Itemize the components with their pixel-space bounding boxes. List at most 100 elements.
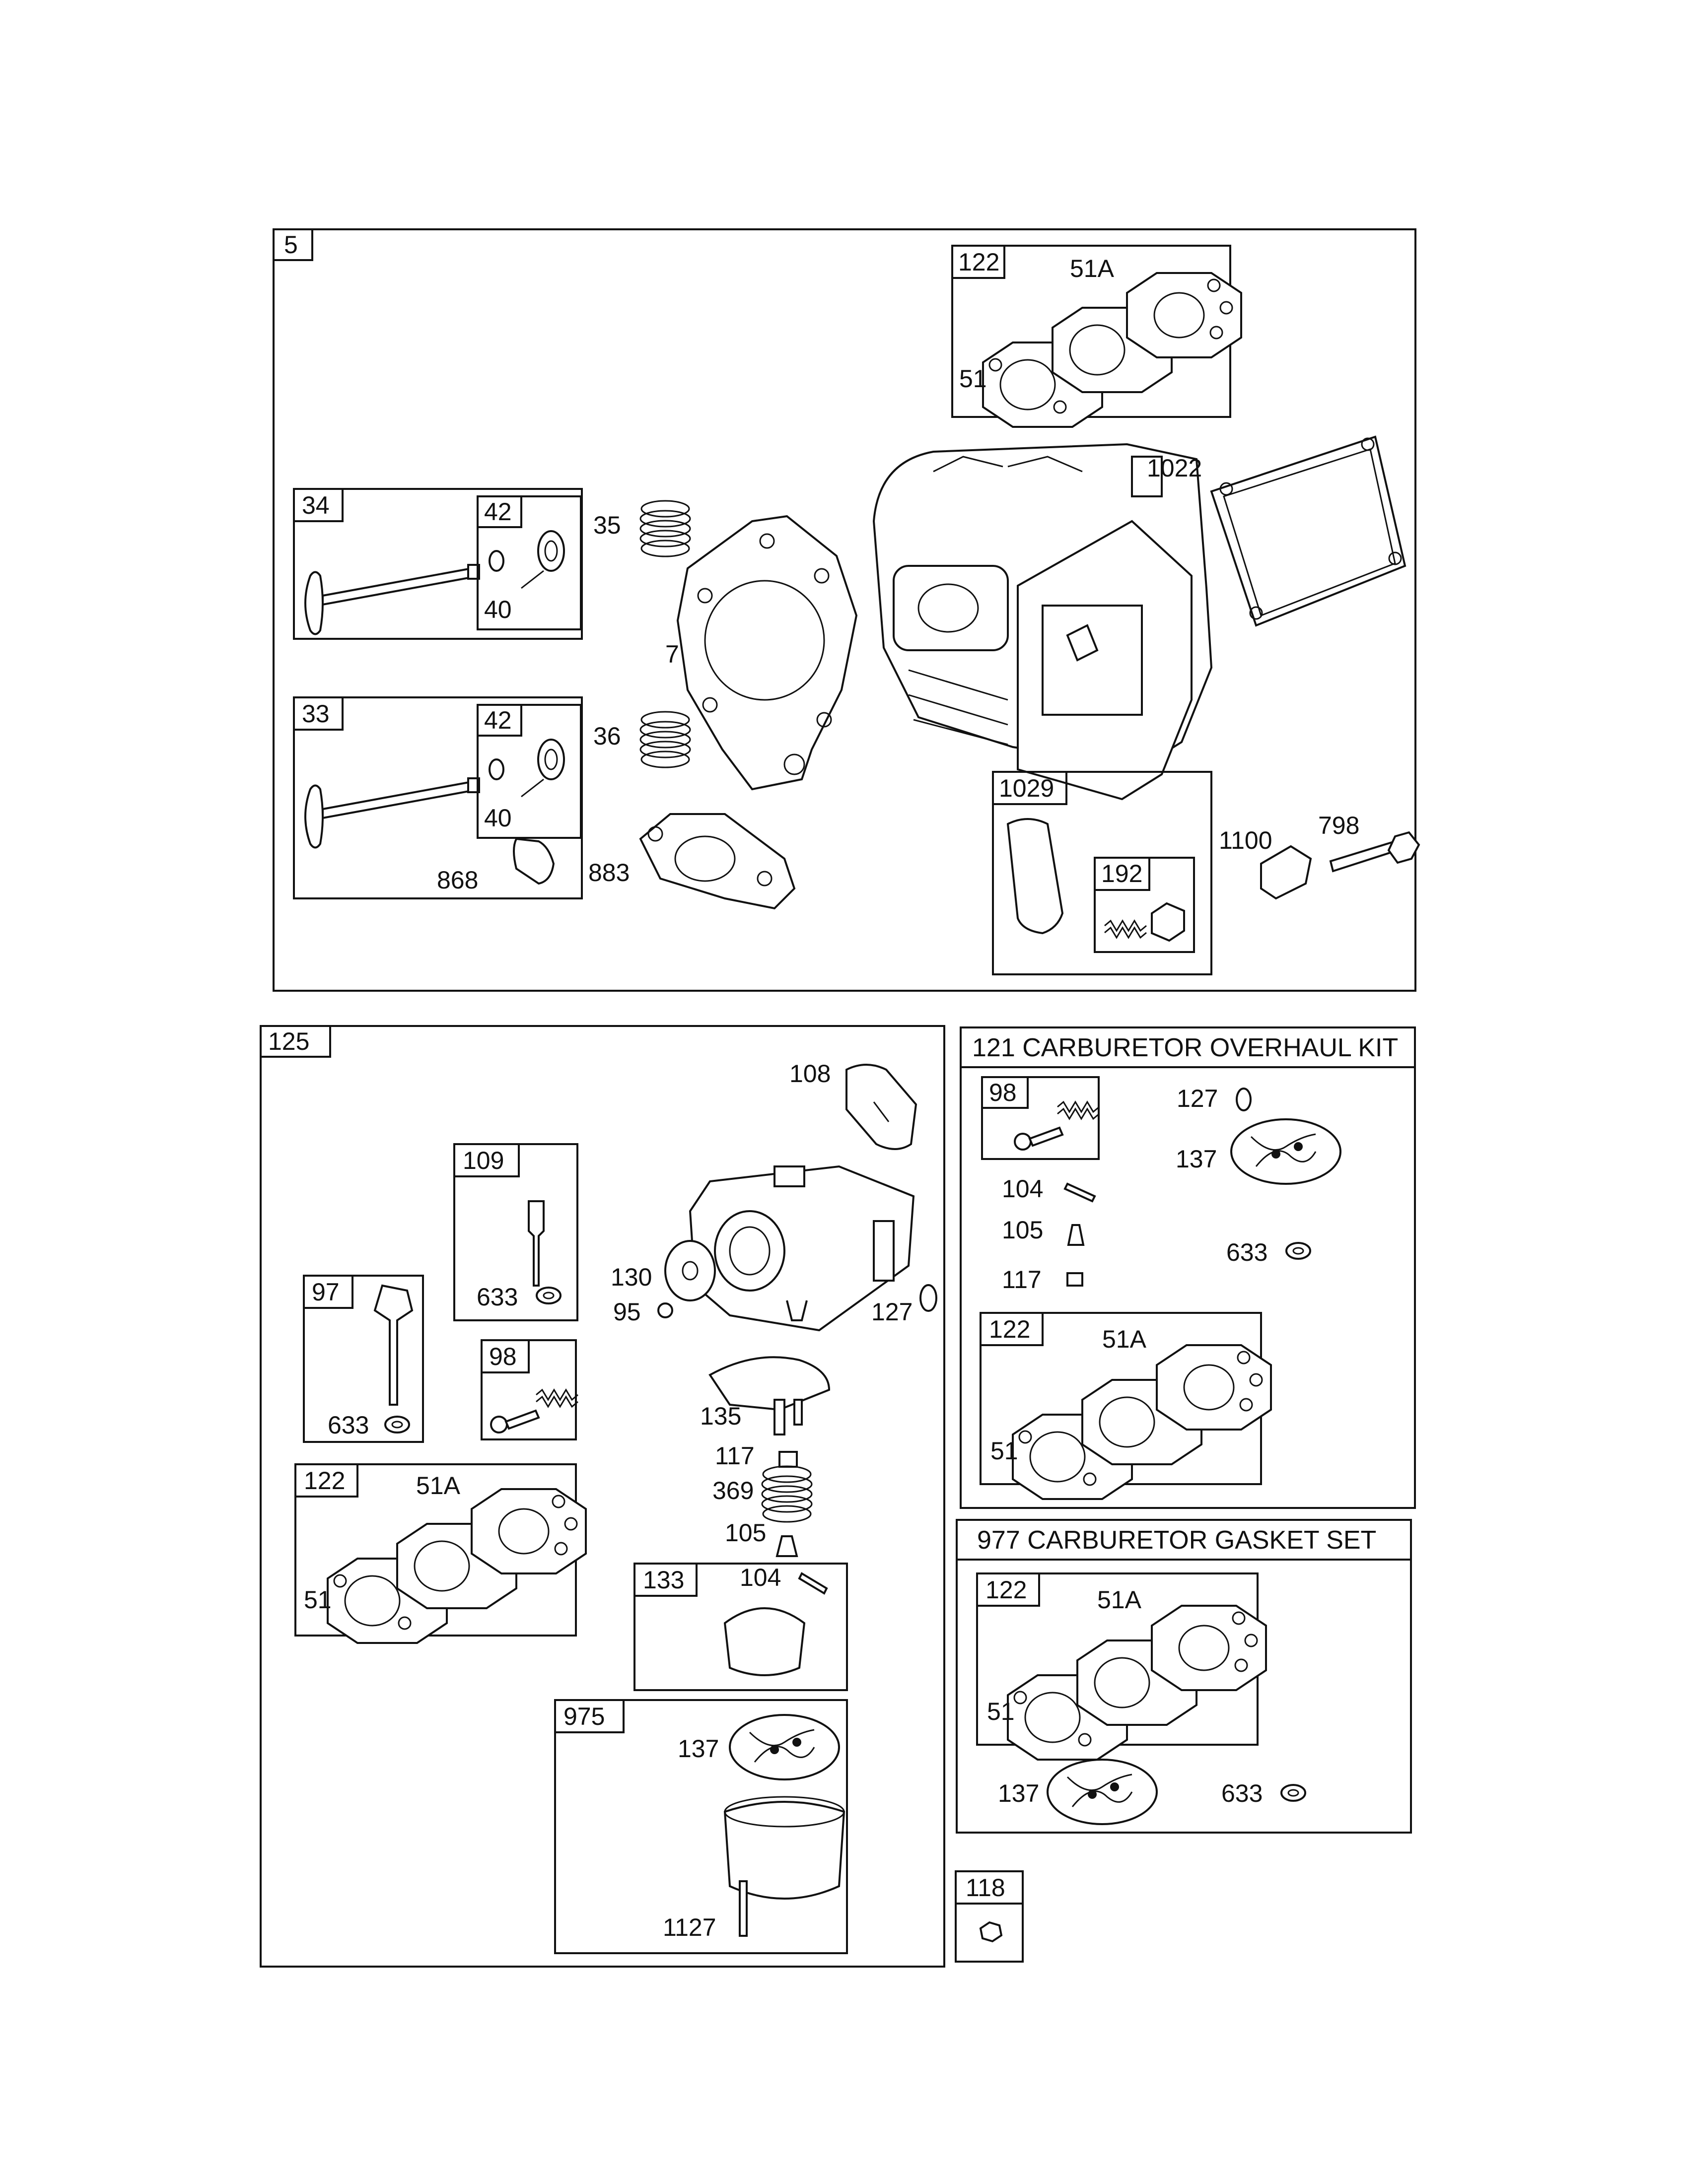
gasket-kit-122-carb-label: 122 bbox=[304, 1467, 345, 1495]
callout-51A-kit: 51A bbox=[1102, 1325, 1147, 1353]
shaft-109-tag bbox=[453, 1143, 520, 1177]
callout-40-bottom: 40 bbox=[484, 804, 512, 832]
kit-gasket-set-drawing bbox=[1012, 1344, 1272, 1500]
bowl-975-tag bbox=[554, 1699, 625, 1733]
group-125-frame bbox=[260, 1025, 945, 1968]
kit-bowl-gasket-137-icon bbox=[1230, 1118, 1341, 1185]
callout-633-set: 633 bbox=[1221, 1779, 1263, 1807]
group-5-tag bbox=[273, 228, 313, 261]
callout-135: 135 bbox=[700, 1402, 741, 1430]
rocker-1029-box bbox=[992, 771, 1212, 975]
callout-798: 798 bbox=[1318, 812, 1359, 839]
kit-screw-98-tag bbox=[981, 1076, 1029, 1109]
intake-gasket-set-drawing bbox=[982, 272, 1242, 428]
kit-o-ring-127-icon bbox=[1236, 1088, 1252, 1111]
callout-51A-carb: 51A bbox=[416, 1472, 461, 1500]
part-118-tag bbox=[955, 1870, 1024, 1905]
valve-spring-36-icon bbox=[639, 711, 691, 768]
valve-33-tag bbox=[293, 696, 344, 731]
kit-pin-104-icon bbox=[1063, 1182, 1096, 1203]
screw-95-icon bbox=[657, 1302, 673, 1318]
retainer-42b-label: 42 bbox=[484, 706, 512, 734]
valve-spring-35-icon bbox=[639, 500, 691, 557]
gasket-kit-122-tag bbox=[951, 245, 1005, 279]
callout-127-kit: 127 bbox=[1177, 1085, 1218, 1112]
callout-868: 868 bbox=[437, 866, 478, 894]
group-5-frame bbox=[273, 228, 1416, 992]
jet-117-icon bbox=[778, 1451, 798, 1468]
float-133-label: 133 bbox=[643, 1566, 684, 1594]
carb-gasket-set-drawing bbox=[327, 1488, 587, 1644]
rocker-stud-798-icon bbox=[1329, 840, 1399, 873]
callout-883: 883 bbox=[588, 859, 630, 887]
kit-washer-633-icon bbox=[1285, 1242, 1311, 1260]
fitting-118-icon bbox=[979, 1921, 1003, 1943]
callout-127: 127 bbox=[871, 1298, 913, 1326]
callout-108: 108 bbox=[789, 1060, 831, 1088]
adjust-screw-icon bbox=[1104, 920, 1147, 939]
nut-192-tag bbox=[1094, 857, 1150, 891]
callout-1022: 1022 bbox=[1147, 454, 1202, 482]
callout-105-kit: 105 bbox=[1002, 1216, 1043, 1244]
set-bowl-gasket-137-icon bbox=[1047, 1759, 1158, 1825]
overhaul-kit-121-frame bbox=[960, 1026, 1416, 1509]
valve-34-box bbox=[293, 488, 583, 640]
screw-98-label: 98 bbox=[489, 1343, 517, 1370]
callout-7: 7 bbox=[665, 640, 679, 668]
valve-seal-868-icon bbox=[513, 837, 555, 885]
set-gasket-122-label: 122 bbox=[985, 1576, 1027, 1604]
kit-gasket-122-tag bbox=[980, 1312, 1044, 1346]
shaft-109-label: 109 bbox=[463, 1147, 504, 1174]
throttle-plate-130-icon bbox=[664, 1240, 716, 1301]
idle-screw-icon bbox=[490, 1410, 540, 1433]
retainer-42b-tag bbox=[477, 704, 522, 737]
set-washer-633-icon bbox=[1280, 1784, 1306, 1802]
nut-192-label: 192 bbox=[1101, 860, 1142, 887]
set-gasket-122-tag bbox=[976, 1572, 1040, 1607]
callout-633-b: 633 bbox=[328, 1411, 369, 1439]
callout-117-kit: 117 bbox=[1002, 1266, 1042, 1294]
callout-633-kit: 633 bbox=[1226, 1238, 1267, 1266]
retainer-42-label: 42 bbox=[484, 498, 512, 526]
callout-51-kit: 51 bbox=[990, 1437, 1018, 1465]
overhaul-kit-121-title: 121 CARBURETOR OVERHAUL KIT bbox=[972, 1033, 1398, 1062]
kit-idle-screw-icon bbox=[1014, 1127, 1063, 1151]
shaft-97-box bbox=[303, 1275, 424, 1443]
rocker-guide-1100-icon bbox=[1260, 845, 1312, 900]
throttle-shaft-icon bbox=[373, 1284, 414, 1406]
callout-137-set: 137 bbox=[998, 1779, 1039, 1807]
callout-51-carb: 51 bbox=[304, 1586, 332, 1614]
kit-jet-117-icon bbox=[1066, 1272, 1083, 1287]
gasket-set-977-title: 977 CARBURETOR GASKET SET bbox=[977, 1526, 1376, 1555]
exhaust-valve-drawing bbox=[304, 564, 480, 635]
shaft-97-label: 97 bbox=[312, 1278, 340, 1306]
group-125-tag bbox=[260, 1025, 331, 1058]
set-gasket-drawing bbox=[1007, 1605, 1267, 1761]
float-133-box bbox=[633, 1563, 848, 1691]
head-gasket-7-drawing bbox=[676, 515, 858, 791]
shaft-97-tag bbox=[303, 1275, 353, 1309]
callout-137-kit: 137 bbox=[1176, 1145, 1217, 1173]
valve-keeper-icon bbox=[489, 550, 504, 572]
pin-104-icon bbox=[798, 1572, 828, 1595]
group-5-label: 5 bbox=[284, 231, 298, 259]
screw-98-tag bbox=[481, 1339, 530, 1373]
needle-105-icon bbox=[775, 1535, 798, 1557]
callout-51A-set: 51A bbox=[1097, 1586, 1142, 1614]
callout-104: 104 bbox=[740, 1564, 781, 1591]
cylinder-head-1022-drawing bbox=[872, 443, 1213, 801]
rocker-arm-icon bbox=[1006, 818, 1064, 935]
kit-needle-105-icon bbox=[1067, 1224, 1085, 1246]
float-bowl-icon bbox=[723, 1801, 845, 1900]
callout-369: 369 bbox=[712, 1477, 754, 1504]
float-135-icon bbox=[708, 1356, 831, 1411]
idle-spring-icon bbox=[535, 1389, 579, 1408]
part-118-label: 118 bbox=[966, 1874, 1005, 1902]
rocker-1029-label: 1029 bbox=[999, 774, 1054, 802]
kit-screw-98-box bbox=[981, 1076, 1100, 1160]
callout-51A: 51A bbox=[1070, 255, 1115, 282]
bowl-gasket-137-icon bbox=[729, 1714, 840, 1780]
valve-34-label: 34 bbox=[302, 491, 330, 519]
callout-130: 130 bbox=[611, 1263, 652, 1291]
callout-40-top: 40 bbox=[484, 596, 512, 623]
